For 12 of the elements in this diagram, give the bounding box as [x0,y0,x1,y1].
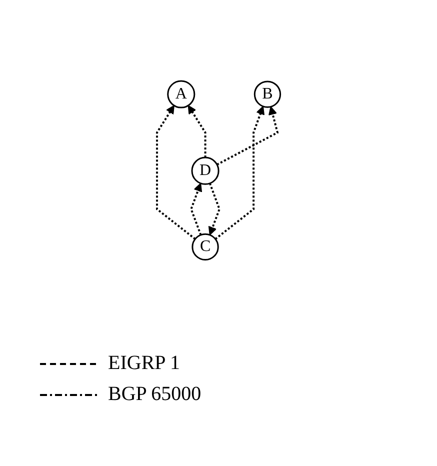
arrow [156,104,196,240]
node-circle: B [254,80,281,108]
arrow [208,182,220,235]
arrow [190,182,202,235]
node-circle: D [191,156,220,184]
node-circle: A [166,80,196,108]
node-circle: C [192,232,219,260]
arrow [214,106,264,240]
arrow [216,106,278,166]
legend-label: BGP 65000 [108,383,202,406]
arrow [188,104,206,158]
legend-label: EIGRP 1 [108,352,180,375]
